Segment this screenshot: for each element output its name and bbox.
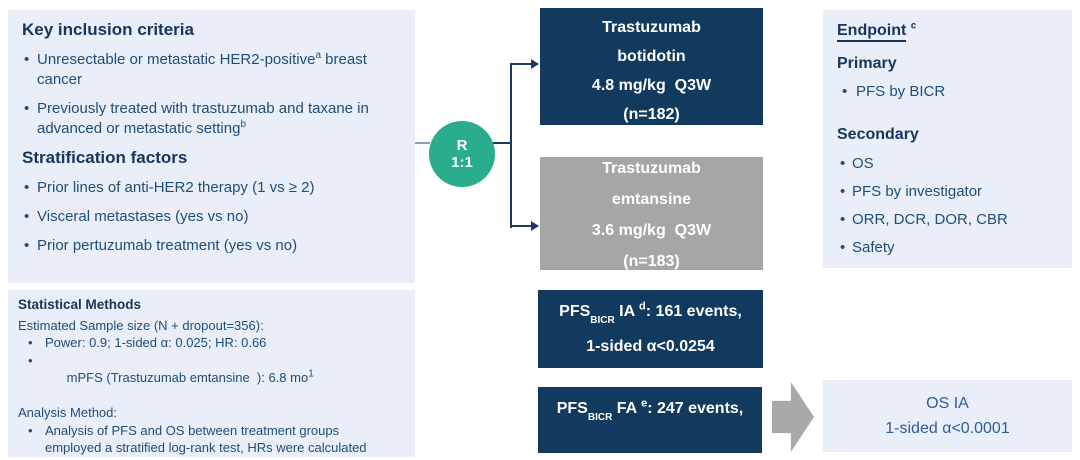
inclusion-bullet-1-text: Unresectable or metastatic HER2-positive	[37, 51, 316, 68]
pfs-ia-pfs: PFS	[559, 303, 591, 320]
stratification-title: Stratification factors	[22, 148, 188, 167]
footnote-a-sup: a	[315, 50, 322, 61]
statistical-methods-title: Statistical Methods	[18, 297, 142, 312]
inclusion-bullet-2: Previously treated with trastuzumab and …	[20, 99, 403, 139]
pfs-fa-pfs: PFS	[556, 400, 588, 417]
statistical-methods-panel: Statistical Methods Estimated Sample siz…	[8, 290, 415, 460]
os-interim-analysis-box: OS IA 1-sided α<0.0001	[823, 380, 1072, 452]
branch-vertical-line	[510, 63, 512, 228]
arm1-dose: 4.8 mg/kg Q3W	[591, 77, 712, 94]
arm2-drug-name-2: emtansine	[611, 191, 692, 208]
os-ia-label: OS IA	[926, 395, 969, 412]
branch-to-arm1-line	[510, 63, 532, 65]
randomization-letter: R	[456, 137, 468, 154]
secondary-endpoint-item-safety: Safety	[837, 234, 1058, 262]
arm2-trastuzumab-emtansine-box: Trastuzumab emtansine 3.6 mg/kg Q3W (n=1…	[540, 157, 763, 270]
reference-1-sup: 1	[308, 368, 314, 380]
key-inclusion-title: Key inclusion criteria	[22, 20, 194, 39]
pfs-ia-bicr-sub: BICR	[590, 315, 615, 327]
inclusion-bullet-1: Unresectable or metastatic HER2-positive…	[20, 50, 403, 90]
analysis-method-bullet: Analysis of PFS and OS between treatment…	[18, 422, 405, 460]
secondary-endpoint-heading: Secondary	[837, 126, 919, 143]
flow-arrow-icon	[772, 382, 814, 452]
os-ia-alpha: 1-sided α<0.0001	[885, 420, 1010, 437]
arm2-arrowhead-icon	[531, 221, 539, 231]
pfs-fa-bicr-sub: BICR	[587, 412, 613, 424]
pfs-ia-alpha: 1-sided α<0.0254	[586, 338, 715, 356]
footnote-b-sup: b	[240, 119, 247, 130]
stratification-bullet-3: Prior pertuzumab treatment (yes vs no)	[20, 236, 403, 256]
inclusion-bullet-2-text: Previously treated with trastuzumab and …	[37, 100, 369, 137]
stratification-bullet-2: Visceral metastases (yes vs no)	[20, 207, 403, 227]
pfs-fa-mid: FA	[612, 400, 642, 417]
footnote-c-sup: c	[910, 20, 917, 32]
pfs-final-analysis-box: PFSBICR FA e: 247 events,	[538, 387, 762, 453]
pfs-fa-events: : 247 events,	[647, 400, 744, 417]
power-alpha-hr-bullet: Power: 0.9; 1-sided α: 0.025; HR: 0.66	[18, 334, 405, 352]
arm1-drug-name-2: botidotin	[617, 48, 686, 65]
arm1-drug-name: Trastuzumab	[602, 19, 701, 36]
endpoint-title-text: Endpoint	[837, 22, 907, 42]
inclusion-bullet-1-tail: breast cancer	[37, 51, 367, 88]
mpfs-bullet: mPFS (Trastuzumab emtansine ): 6.8 mo1	[18, 352, 405, 405]
mpfs-text: mPFS (Trastuzumab emtansine ): 6.8 mo	[66, 370, 309, 385]
secondary-endpoint-item-os: OS	[837, 150, 1058, 178]
secondary-endpoint-list: OS PFS by investigator ORR, DCR, DOR, CB…	[837, 150, 1058, 262]
randomization-badge: R 1:1	[429, 121, 495, 187]
pfs-interim-analysis-box: PFSBICR IA d: 161 events, 1-sided α<0.02…	[538, 290, 763, 368]
arm2-dose: 3.6 mg/kg Q3W	[591, 222, 712, 239]
randomization-ratio: 1:1	[451, 154, 473, 171]
sample-size-line: Estimated Sample size (N + dropout=356):	[18, 317, 264, 333]
footnote-e-sup: e	[641, 397, 648, 410]
secondary-endpoint-item-orr: ORR, DCR, DOR, CBR	[837, 206, 1058, 234]
panel-to-circle-line	[415, 142, 430, 144]
pfs-ia-events: : 161 events,	[645, 303, 742, 320]
stratification-bullet-1: Prior lines of anti-HER2 therapy (1 vs ≥…	[20, 178, 403, 198]
primary-endpoint-heading: Primary	[837, 55, 897, 72]
primary-endpoint-item: PFS by BICR	[837, 81, 1058, 103]
arm1-arrowhead-icon	[531, 59, 539, 69]
key-inclusion-panel: Key inclusion criteria Unresectable or m…	[8, 10, 415, 283]
pfs-ia-mid: IA	[614, 303, 640, 320]
arm2-drug-name: Trastuzumab	[602, 160, 701, 177]
endpoint-title: Endpoint c	[837, 20, 1058, 42]
pfs-ia-text: PFSBICR IA d: 161 events,	[553, 297, 748, 332]
secondary-endpoint-item-pfs-inv: PFS by investigator	[837, 178, 1058, 206]
analysis-method-line: Analysis Method:	[18, 405, 117, 420]
footnote-d-sup: d	[639, 300, 646, 313]
pfs-fa-text: PFSBICR FA e: 247 events,	[553, 394, 748, 429]
arm1-n: (n=182)	[623, 106, 680, 123]
branch-to-arm2-line	[510, 225, 532, 227]
arm2-n: (n=183)	[623, 253, 680, 270]
endpoint-panel: Endpoint c Primary PFS by BICR Secondary…	[823, 10, 1072, 268]
arm1-trastuzumab-botidotin-box: Trastuzumab botidotin 4.8 mg/kg Q3W (n=1…	[540, 8, 763, 125]
circle-to-branch-line	[493, 142, 511, 144]
